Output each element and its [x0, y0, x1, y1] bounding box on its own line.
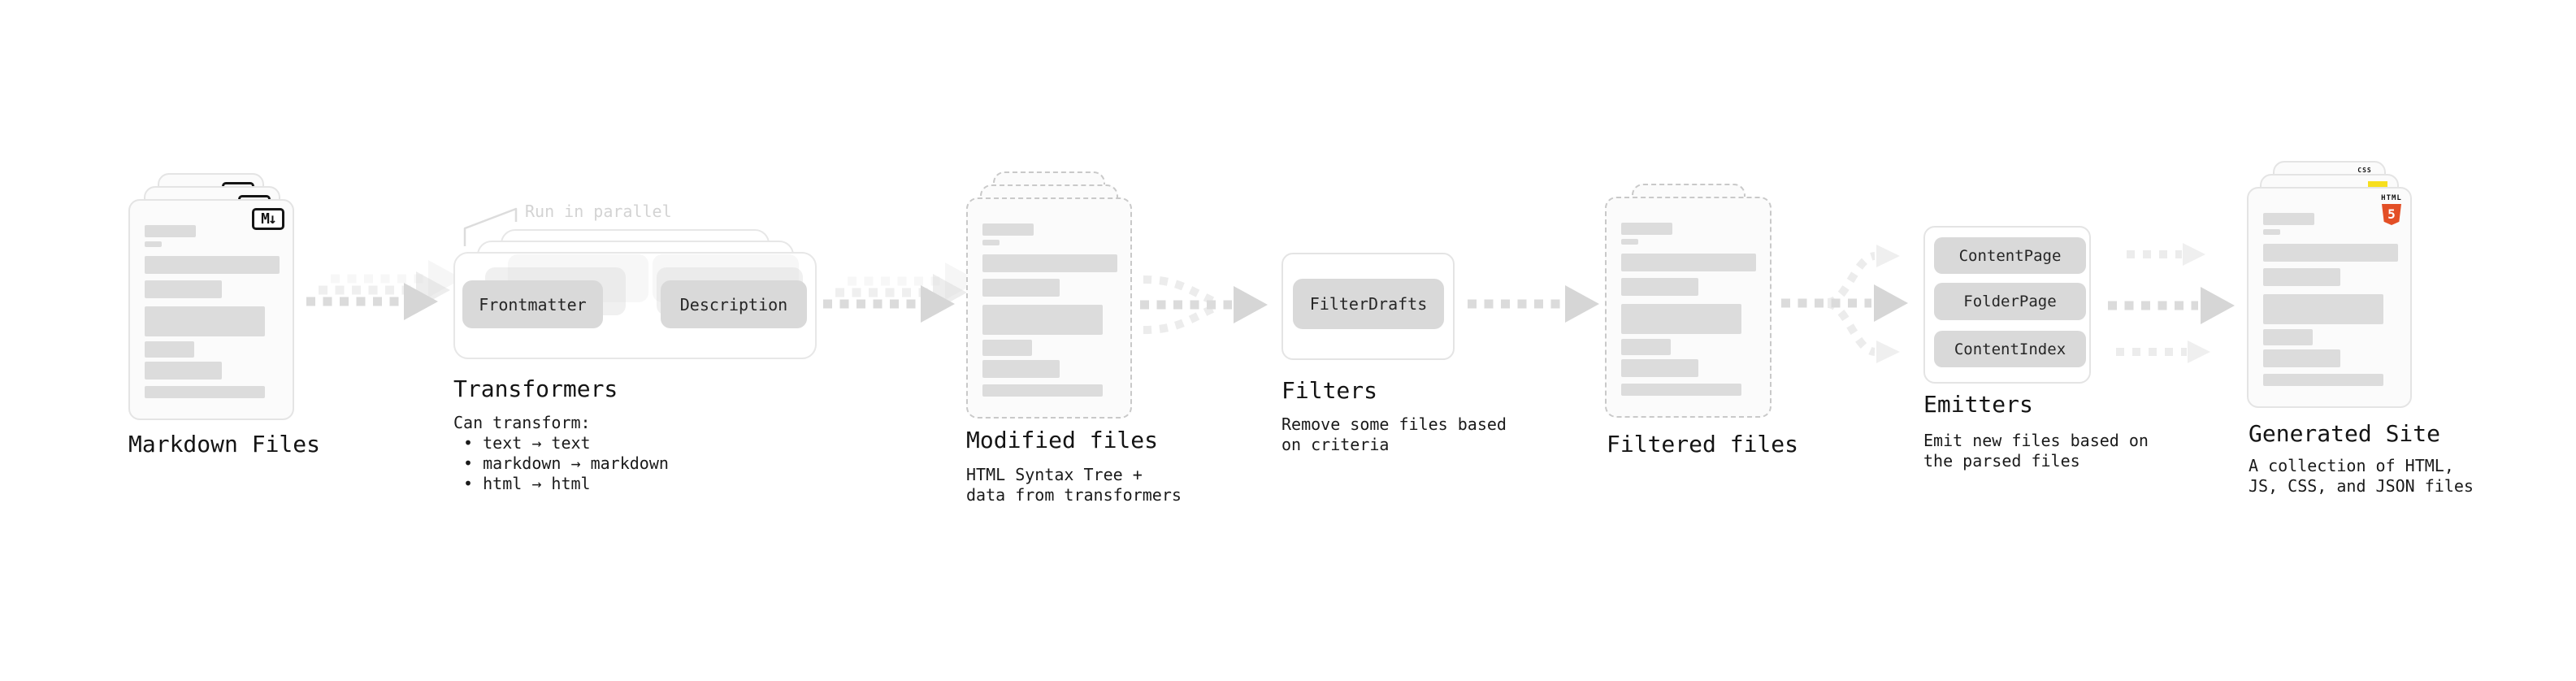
transformers-description: Can transform: • text → text • markdown … [453, 413, 669, 493]
arrow-modified-to-filters [1140, 275, 1268, 334]
plugin-contentindex: ContentIndex [1934, 331, 2086, 367]
markdown-icon: M↓ [252, 208, 284, 230]
plugin-filterdrafts: FilterDrafts [1293, 279, 1444, 329]
generated-site-description: A collection of HTML, JS, CSS, and JSON … [2249, 456, 2474, 496]
generated-site-label: Generated Site [2249, 420, 2441, 447]
filtered-files-label: Filtered files [1607, 431, 1799, 458]
transformers-label: Transformers [453, 375, 618, 402]
emitters-description: Emit new files based on the parsed files [1923, 431, 2149, 471]
arrow-filters-to-filtered [1468, 285, 1599, 323]
modified-file-card-front [966, 197, 1132, 419]
emitters-label: Emitters [1923, 391, 2033, 418]
plugin-contentpage: ContentPage [1934, 237, 2086, 274]
arrow-markdown-to-transformers [306, 260, 462, 320]
filtered-file-card-front [1605, 197, 1772, 418]
plugin-frontmatter: Frontmatter [462, 280, 603, 328]
generated-file-card-front: HTML 5 [2247, 187, 2412, 408]
filters-description: Remove some files based on criteria [1281, 414, 1507, 454]
markdown-files-label: Markdown Files [128, 431, 321, 458]
filters-label: Filters [1281, 377, 1378, 404]
modified-files-label: Modified files [966, 427, 1159, 453]
html5-icon: HTML 5 [2380, 195, 2403, 225]
arrow-filtered-to-emitters [1781, 245, 1908, 363]
modified-files-description: HTML Syntax Tree + data from transformer… [966, 465, 1182, 505]
markdown-file-card-front: M↓ [128, 199, 294, 420]
plugin-description: Description [661, 280, 807, 328]
plugin-folderpage: FolderPage [1934, 283, 2086, 320]
arrow-transformers-to-modified [823, 262, 979, 323]
arrow-emitters-to-generated [2108, 243, 2235, 363]
run-in-parallel-note: Run in parallel [525, 202, 672, 221]
